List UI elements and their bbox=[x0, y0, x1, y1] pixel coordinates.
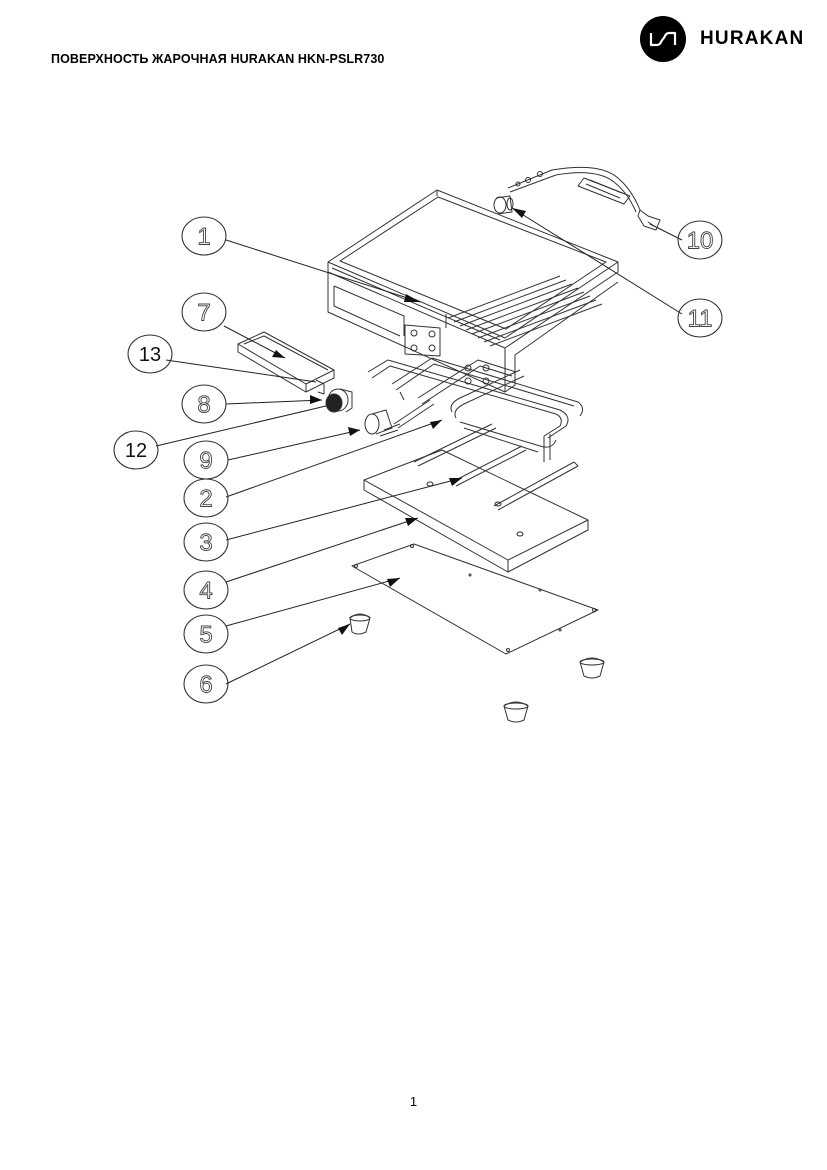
page-number: 1 bbox=[409, 1094, 418, 1109]
callout-2: 2 bbox=[199, 486, 212, 513]
callout-9: 9 bbox=[199, 448, 212, 475]
brand-logo: HURAKAN bbox=[640, 16, 804, 62]
leader-arrowheads bbox=[272, 208, 526, 635]
brand-name: HURAKAN bbox=[700, 28, 805, 49]
control-knob bbox=[325, 388, 353, 413]
heating-elements bbox=[367, 357, 584, 462]
callout-4: 4 bbox=[199, 578, 212, 605]
callout-11: 11 bbox=[688, 306, 713, 333]
callout-3: 3 bbox=[199, 530, 212, 557]
rubber-feet bbox=[349, 613, 605, 723]
callout-5: 5 bbox=[199, 622, 212, 649]
grease-tray bbox=[237, 331, 335, 395]
hurakan-logo-icon bbox=[640, 16, 686, 62]
support-rods bbox=[413, 423, 579, 511]
callout-circles bbox=[113, 216, 723, 704]
callout-13: 13 bbox=[139, 344, 161, 366]
griddle-body bbox=[327, 189, 619, 393]
callout-7: 7 bbox=[197, 300, 210, 327]
cable-gland bbox=[493, 195, 514, 215]
power-cable bbox=[507, 166, 661, 231]
callout-1: 1 bbox=[197, 224, 210, 251]
callout-12: 12 bbox=[125, 440, 147, 462]
leader-lines bbox=[155, 207, 683, 685]
base-plate bbox=[351, 543, 599, 655]
callout-10: 10 bbox=[687, 228, 714, 255]
callout-6: 6 bbox=[199, 672, 212, 699]
bottom-tray bbox=[363, 449, 589, 573]
callout-8: 8 bbox=[197, 392, 210, 419]
thermostat bbox=[364, 399, 435, 437]
document-title: ПОВЕРХНОСТЬ ЖАРОЧНАЯ HURAKAN HKN-PSLR730 bbox=[51, 52, 385, 66]
